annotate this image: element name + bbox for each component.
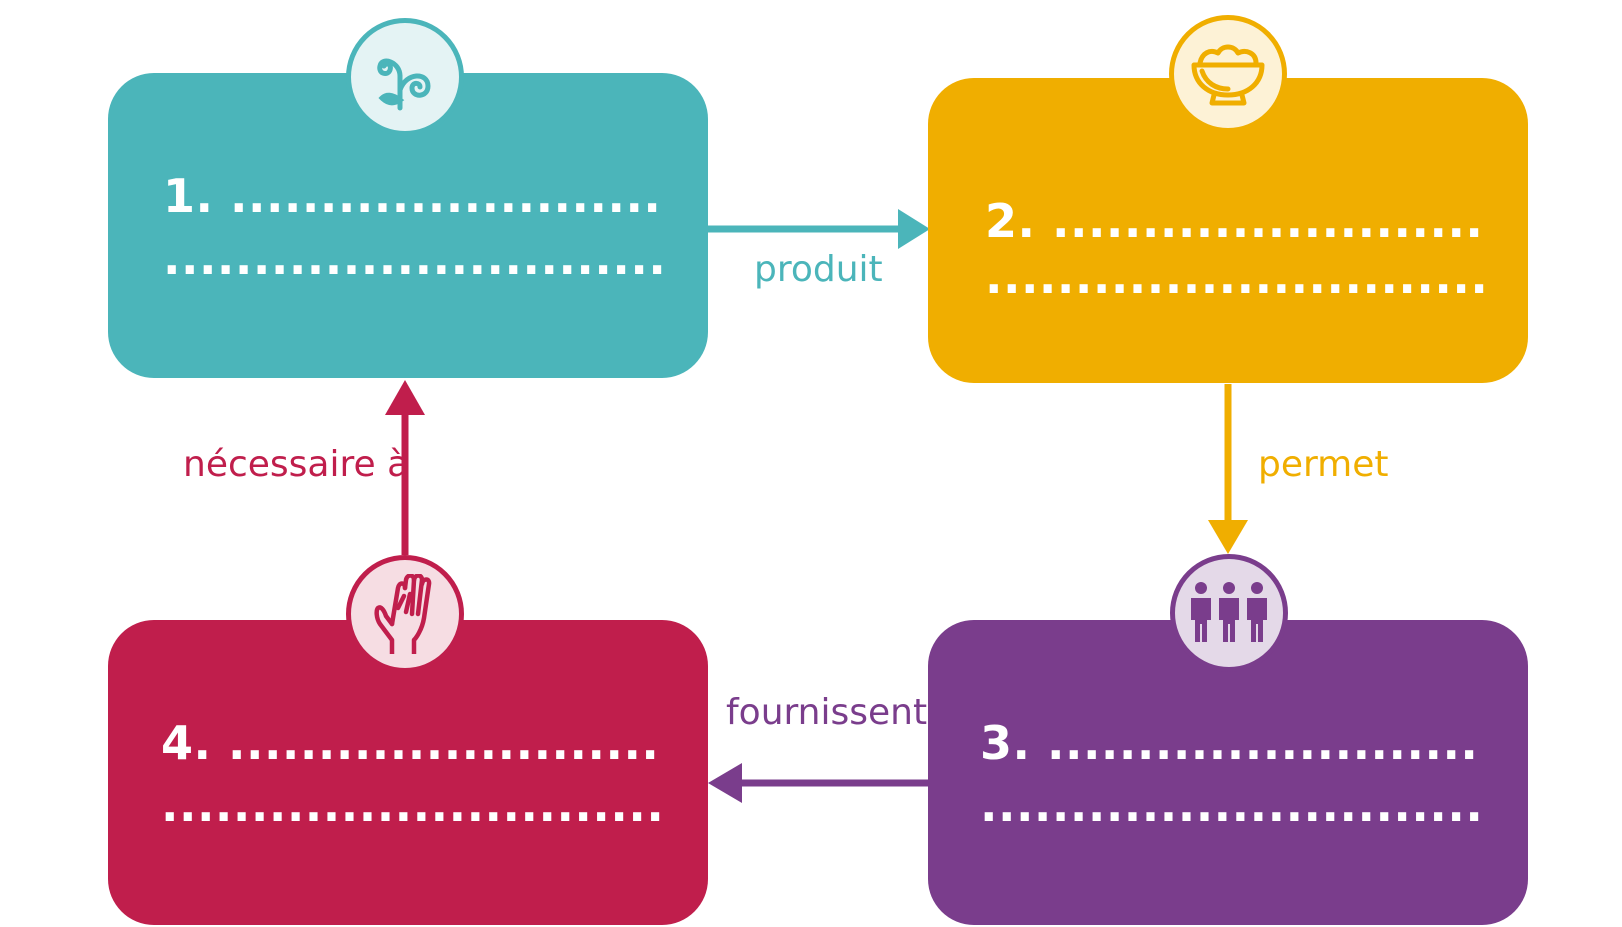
box-3-line-2: ............................: [980, 774, 1528, 836]
raised-hand-icon: [346, 555, 464, 673]
arrow-label-produit: produit: [754, 249, 883, 290]
box-3-number: 3.: [980, 716, 1031, 770]
arrow-permet-head: [1208, 520, 1248, 554]
box-4-line-2: ............................: [161, 774, 708, 836]
box-1-line-1: 1. ........................: [163, 165, 708, 227]
arrow-label-permet: permet: [1258, 444, 1389, 485]
arrow-label-necessaire: nécessaire à: [183, 444, 410, 485]
box-2-dots-1: ........................: [1052, 194, 1484, 248]
box-4-line-1: 4. ........................: [161, 712, 708, 774]
arrow-fournissent-head: [708, 763, 742, 803]
box-4-dots-2: ............................: [161, 778, 665, 832]
box-1-line-2: ............................: [163, 227, 708, 289]
box-4-number: 4.: [161, 716, 212, 770]
box-3-dots-2: ............................: [980, 778, 1484, 832]
arrow-produit-head: [898, 209, 930, 249]
box-2-line-1: 2. ........................: [985, 190, 1528, 252]
arrow-label-fournissent: fournissent: [726, 692, 928, 733]
food-bowl-icon: [1169, 15, 1287, 133]
box-3-dots-1: ........................: [1047, 716, 1479, 770]
people-group-icon: [1170, 554, 1288, 672]
box-2-dots-2: ............................: [985, 250, 1489, 304]
box-1-number: 1.: [163, 169, 214, 223]
box-1-dots-1: ........................: [230, 169, 662, 223]
box-3-line-1: 3. ........................: [980, 712, 1528, 774]
arrow-necessaire-head: [385, 380, 425, 415]
box-1-dots-2: ............................: [163, 231, 667, 285]
box-2-number: 2.: [985, 194, 1036, 248]
box-2-line-2: ............................: [985, 246, 1528, 308]
plant-sprout-icon: [346, 18, 464, 136]
box-4-dots-1: ........................: [228, 716, 660, 770]
